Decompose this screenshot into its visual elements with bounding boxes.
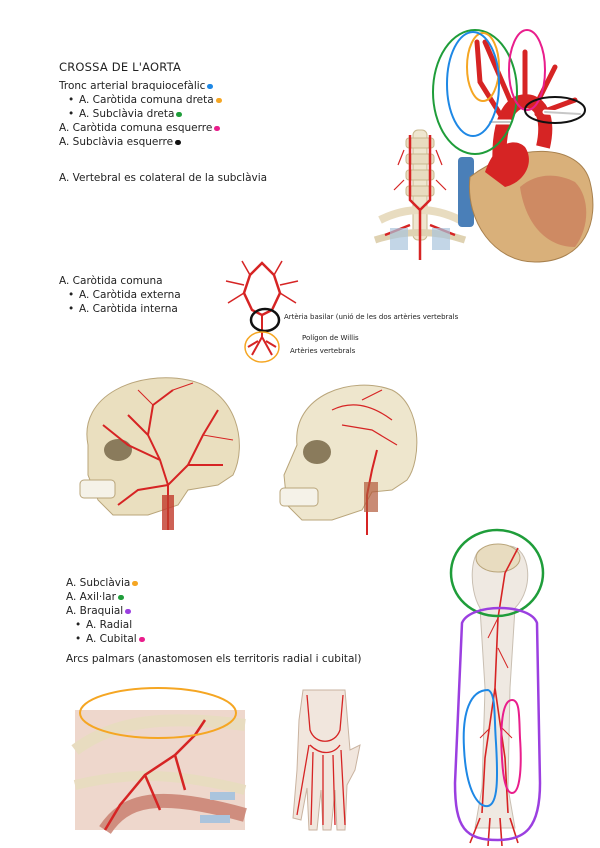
neck-arteries-illustration [373,129,467,260]
circle-of-willis-illustration [225,260,299,363]
list-item: A. Radial [66,618,145,632]
heart-aorta-illustration [432,29,594,263]
list-item: A. Subclàvia dreta [59,107,222,121]
list-item: A. Cubital [66,632,145,646]
list-item: A. Caròtida comuna dreta [59,93,222,107]
section1-list: Tronc arterial braquiocefàlic A. Caròtid… [59,79,222,149]
list-item-text: A. Cubital [86,633,137,645]
green-marker-dot [117,594,124,600]
list-item-text: A. Subclàvia dreta [79,108,175,120]
label-basilar: Artèria basilar (unió de les dos artèrie… [284,313,459,321]
list-item-text: A. Subclàvia [66,577,131,589]
section3-note: Arcs palmars (anastomosen els territoris… [66,653,362,665]
list-item-text: Tronc arterial braquiocefàlic [59,80,206,92]
list-item: A. Caròtida comuna [59,275,163,287]
green-marker-dot [176,111,183,117]
list-item-text: A. Caròtida comuna esquerre [59,122,213,134]
list-item: A. Subclàvia esquerre [59,135,222,149]
list-item-text: A. Axil·lar [66,591,116,603]
purple-marker-dot [125,608,132,614]
pink-marker-dot [214,125,221,131]
orange-marker-dot [132,580,139,586]
list-item: A. Caròtida externa [59,288,181,302]
section2-list: A. Caròtida comuna A. Caròtida externa A… [59,274,181,316]
pink-marker-dot [138,636,145,642]
section1-title: CROSSA DE L'AORTA [59,60,182,74]
list-item: A. Caròtida interna [59,302,181,316]
shoulder-subclavian-illustration [71,687,247,835]
label-willis: Polígon de Willis [302,334,359,342]
label-vertebrals: Artèries vertebrals [290,347,356,355]
skull-external-carotid-illustration [79,377,240,530]
list-item: A. Subclàvia [66,576,145,590]
skull-internal-carotid-illustration [279,384,418,535]
arm-arteries-illustration [449,528,545,847]
blue-marker-dot [207,83,214,89]
black-marker-dot [175,139,182,145]
section1-note: A. Vertebral es colateral de la subclàvi… [59,172,268,184]
vena-cava [458,157,474,227]
list-item: A. Caròtida comuna esquerre [59,121,222,135]
list-item: A. Braquial [66,604,145,618]
list-item-text: A. Braquial [66,605,124,617]
list-item-text: A. Caròtida comuna dreta [79,94,214,106]
list-item-text: A. Subclàvia esquerre [59,136,174,148]
section3-list: A. Subclàvia A. Axil·lar A. Braquial A. … [66,576,145,646]
list-item: Tronc arterial braquiocefàlic [59,79,222,93]
list-item-text: A. Radial [86,619,133,631]
orange-marker-dot [215,97,222,103]
list-item: A. Axil·lar [66,590,145,604]
hand-palmar-arches-illustration [292,689,361,831]
